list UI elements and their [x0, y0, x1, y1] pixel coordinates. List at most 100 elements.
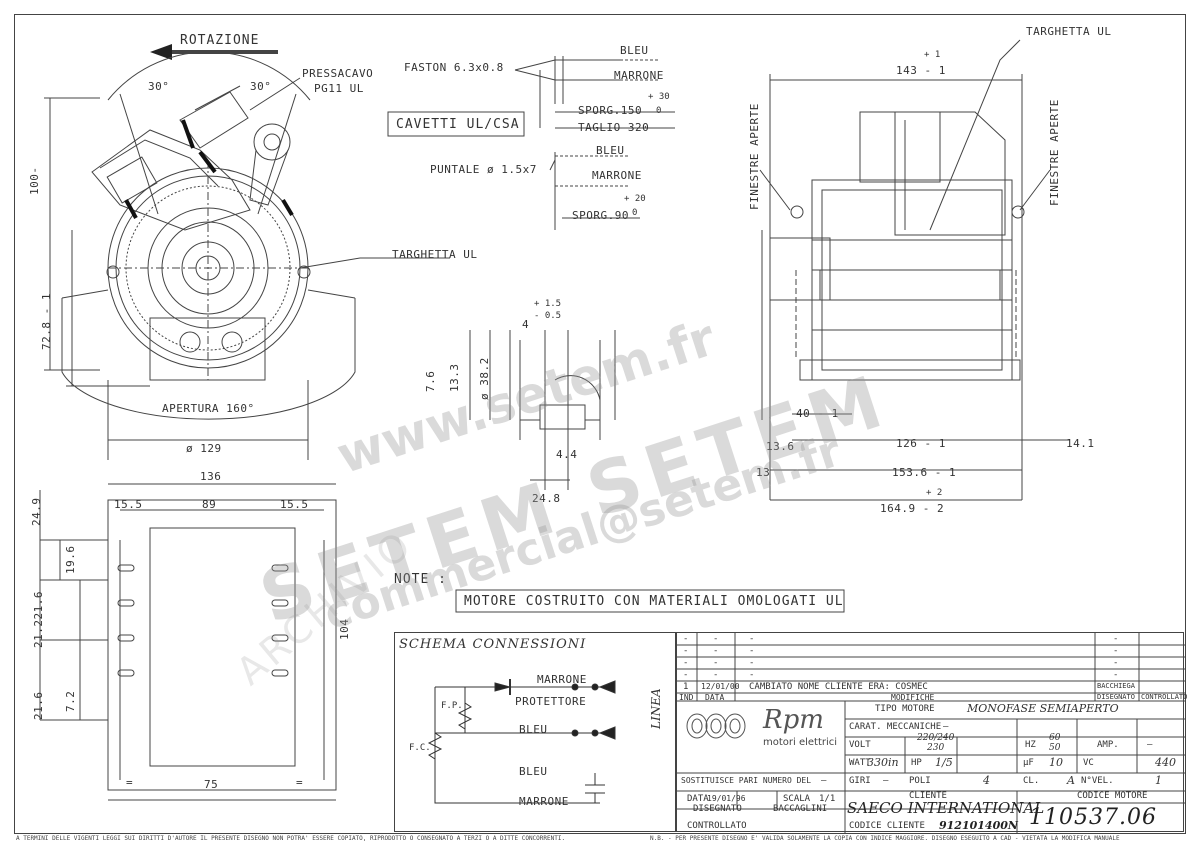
rev-dis: - — [1113, 658, 1119, 668]
dim-21-6: 21.6 — [32, 691, 45, 721]
rev-header-ind: IND — [679, 693, 694, 702]
cliente-value: SAECO INTERNATIONAL — [847, 799, 1045, 817]
hz-value: 60 — [1049, 733, 1061, 743]
sostituisce-label: SOSTITUISCE PARI NUMERO DEL — [681, 776, 812, 785]
cable-gland-code: PG11 UL — [314, 82, 364, 95]
amp-label: AMP. — [1097, 740, 1119, 750]
sporg-150: SPORG.150 — [578, 104, 643, 117]
dim-14-1: 14.1 — [1066, 437, 1095, 450]
connection-schema: SCHEMA CONNESSIONI MARRONE PROTETTORE BL… — [394, 632, 676, 832]
rev-ind: 1 — [683, 682, 689, 692]
wire-bleu-2: BLEU — [596, 144, 625, 157]
title-block-grid — [677, 633, 1185, 833]
cable-gland-label: PRESSACAVO — [302, 67, 374, 80]
dim-eq-right: = — [296, 776, 304, 789]
uf-label: µF — [1023, 758, 1034, 768]
logo-icon — [686, 713, 746, 739]
vc-label: VC — [1083, 758, 1094, 768]
poli-label: POLI — [909, 776, 931, 786]
poli-value: 4 — [983, 774, 990, 787]
footer-legal-right: N.B. - PER PRESENTE DISEGNO E' VALIDA SO… — [650, 835, 1120, 842]
vc-value: 440 — [1155, 756, 1176, 769]
rev-mod: - — [749, 646, 755, 656]
dim-7-2: 7.2 — [64, 690, 77, 712]
tol-top: + 1.5 — [534, 299, 562, 309]
rev-mod: - — [749, 670, 755, 680]
dim-15-5-right: 15.5 — [280, 498, 309, 511]
dim-143: 143 - 1 — [896, 64, 946, 77]
angle-left: 30° — [148, 80, 170, 93]
dim-164-9: 164.9 - 2 — [880, 502, 945, 515]
watt-label: WATT — [849, 758, 871, 768]
rev-data: - — [713, 646, 719, 656]
scala-label: SCALA — [783, 794, 811, 804]
sporg-150-tol2: 0 — [656, 106, 662, 116]
dim-eq-left: = — [126, 776, 134, 789]
dim-13-3: 13.3 — [448, 363, 461, 393]
nameplate-left: TARGHETTA UL — [392, 248, 478, 261]
volt-value: 220/240 — [917, 733, 955, 743]
controllato-label: CONTROLLATO — [687, 821, 747, 831]
dim-15-5-left: 15.5 — [114, 498, 143, 511]
rev-header-dis: DISEGNATO — [1097, 693, 1135, 701]
dim-89: 89 — [202, 498, 217, 511]
codice-motore-value: 110537.06 — [1029, 805, 1157, 830]
dim-24-9: 24.9 — [30, 497, 43, 527]
hp-label: HP — [911, 758, 922, 768]
dim-13-6: 13.6 — [766, 440, 795, 453]
window-left: FINESTRE APERTE — [748, 103, 761, 210]
rev-header-data: DATA — [705, 693, 725, 702]
cl-value: A — [1067, 774, 1075, 787]
rev-mod: - — [749, 634, 755, 644]
dim-75: 75 — [204, 778, 219, 791]
dim-143-tol: + 1 — [924, 50, 941, 60]
dim-40: 40 - 1 — [796, 407, 839, 420]
rev-ind: - — [683, 670, 689, 680]
dim-19-6: 19.6 — [64, 545, 77, 575]
amp-value: — — [1147, 740, 1153, 750]
sporg-90: SPORG.90 — [572, 209, 629, 222]
dim-side: 104 — [338, 618, 351, 640]
sporg-90-tol: + 20 — [624, 194, 646, 204]
carat-value: — — [943, 722, 949, 732]
rev-dis: - — [1113, 634, 1119, 644]
schema-linea: LINEA — [649, 688, 663, 729]
rev-data: 12/01/00 — [701, 682, 740, 691]
schema-lines — [427, 679, 616, 804]
wire-marrone-2: MARRONE — [592, 169, 642, 182]
drawing-sheet — [14, 14, 1186, 834]
watt-value: 330in — [867, 756, 899, 769]
footer-legal-left: A TERMINI DELLE VIGENTI LEGGI SUI DIRITT… — [16, 835, 566, 842]
rev-dis: - — [1113, 670, 1119, 680]
wire-marrone-1: MARRONE — [614, 69, 664, 82]
rev-mod: CAMBIATO NOME CLIENTE ERA: COSMEC — [749, 682, 928, 692]
schema-bleu-mid: BLEU — [519, 723, 548, 736]
title-block: - - - - - - - - - - - - - - - - 1 12/01/… — [676, 632, 1187, 833]
window-right: FINESTRE APERTE — [1048, 99, 1061, 206]
schema-protettore: PROTETTORE — [515, 695, 587, 708]
data-value: 19/01/96 — [707, 794, 746, 803]
sostituisce-value: — — [821, 776, 827, 786]
codice-motore-label: CODICE MOTORE — [1077, 791, 1148, 801]
tipo-label: TIPO MOTORE — [875, 704, 935, 714]
rev-dis: BACCHIEGA — [1097, 682, 1135, 690]
tol-bottom: - 0.5 — [534, 311, 562, 321]
carat-label: CARAT. MECCANICHE — [849, 722, 942, 732]
rev-ind: - — [683, 634, 689, 644]
puntale-label: PUNTALE ø 1.5x7 — [430, 163, 537, 176]
dim-7-6: 7.6 — [424, 370, 437, 392]
dim-129: ø 129 — [186, 442, 222, 455]
dim-4-4: 4.4 — [556, 448, 578, 461]
hp-value: 1/5 — [935, 756, 953, 769]
angle-right: 30° — [250, 80, 272, 93]
rev-data: - — [713, 634, 719, 644]
hz-value-2: 50 — [1049, 743, 1061, 753]
cl-label: CL. — [1023, 776, 1040, 786]
schema-title: SCHEMA CONNESSIONI — [399, 637, 587, 652]
dim-38-2: ø 38.2 — [478, 357, 491, 400]
dim-126: 126 - 1 — [896, 437, 946, 450]
rev-header-mod: MODIFICHE — [891, 693, 935, 702]
dim-4: 4 — [522, 318, 530, 331]
disegnato-value: BACCAGLINI — [773, 804, 828, 814]
rev-data: - — [713, 670, 719, 680]
